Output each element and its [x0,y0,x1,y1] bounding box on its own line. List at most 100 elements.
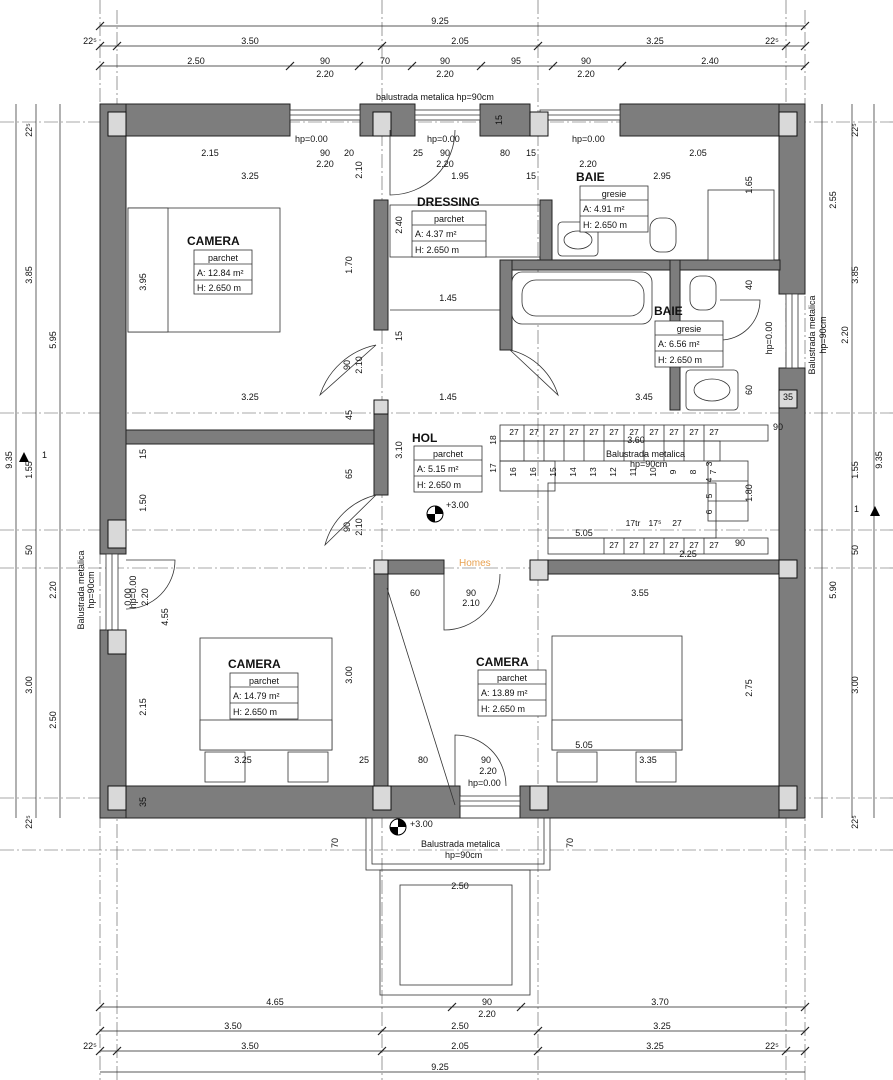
dim-right-overall: 9.35 [874,451,884,469]
stair-step-label: 27 [629,427,639,437]
room-name-baie-1: BAIE [576,170,605,184]
room-height-dressing: H: 2.650 m [415,245,459,255]
windows [105,109,799,807]
dim-right-a-4: 3.00 [850,676,860,694]
top-dimensions: 9.25 22⁵ 3.50 2.05 3.25 22⁵ 2.50 90 70 9… [83,16,810,79]
interior-dim-label: 90 [342,522,352,532]
interior-dim-label: 70 [565,838,575,848]
interior-dim-label: 1.50 [138,494,148,512]
stair-step-label: 27 [609,427,619,437]
dim-left-b-1: 2.20 [48,581,58,599]
room-finish-hol: parchet [433,449,464,459]
interior-dim-label: 2.75 [744,679,754,697]
toilet-top [649,217,677,253]
note-balcony-balustrade-2: hp=90cm [445,850,482,860]
room-height-camera-2: H: 2.650 m [233,707,277,717]
interior-dim-label: 2.05 [689,148,707,158]
room-name-camera-1: CAMERA [187,234,240,248]
interior-dim-label: 3.25 [241,392,259,402]
dim-left-top-25: 22⁵ [24,123,34,137]
room-height-camera-1: H: 2.650 m [197,283,241,293]
dim-top-r3-3: 90 [440,56,450,66]
interior-dim-label: 60 [410,588,420,598]
stair-step-label: 27 [509,427,519,437]
dim-bot-overall: 9.25 [431,1062,449,1072]
interior-dim-label: 2.20 [479,766,497,776]
stair-step-label: 3 [704,461,714,466]
interior-dim-label: 2.40 [394,216,404,234]
room-name-camera-3: CAMERA [476,655,529,669]
room-area-camera-1: A: 12.84 m² [197,268,244,278]
room-finish-camera-2: parchet [249,676,280,686]
axis-marker-left [19,452,29,462]
room-finish-camera-1: parchet [208,253,239,263]
interior-dim-label: 3.25 [234,755,252,765]
left-dimensions: 9.35 22⁵ 22⁵ 3.85 1.55 50 3.00 5.95 2.20… [4,104,61,829]
interior-dim-label: 3.95 [138,273,148,291]
interior-dim-label: 90 [342,360,352,370]
furniture [127,189,775,783]
note-left-balustrade-1: Balustrada metalica [76,550,86,629]
interior-dim-label: 4.55 [160,608,170,626]
interior-dim-label: 0.00 [123,588,133,606]
note-stair-balustrade-2: hp=90cm [630,459,667,469]
interior-dim-label: 3.60 [627,435,645,445]
interior-dim-label: 2.50 [451,881,469,891]
interior-dim-label: 2.15 [138,698,148,716]
interior-dim-label: 3.10 [394,441,404,459]
interior-dim-label: 3.00 [344,666,354,684]
balcony [365,587,551,996]
dim-bot-r3-1: 3.50 [241,1041,259,1051]
dim-bot-r2-0: 3.50 [224,1021,242,1031]
stair-step-label: 5 [704,493,714,498]
stair-step-label: 27 [689,427,699,437]
interior-dim-label: 2.10 [354,161,364,179]
room-area-hol: A: 5.15 m² [417,464,459,474]
interior-dim-label: 5.05 [575,740,593,750]
interior-dim-label: 60 [744,385,754,395]
dim-left-a-1: 1.55 [24,461,34,479]
stair-step-label: 27 [629,540,639,550]
toilet-right [689,275,717,311]
axis-marker-left-label: 1 [42,450,47,460]
dim-left-a-3: 3.00 [24,676,34,694]
dim-right-bot-25: 22⁵ [850,815,860,829]
note-left-balustrade-2: hp=90cm [86,571,96,608]
stair-step-label: 27 [689,540,699,550]
dim-top-overall: 9.25 [431,16,449,26]
stair-step-label: 17 [488,463,498,473]
interior-dim-label: 1.45 [439,293,457,303]
interior-dim-label: 90 [735,538,745,548]
room-area-baie-1: A: 4.91 m² [583,204,625,214]
interior-dim-label: 15 [526,148,536,158]
stair-step-label: 16 [528,467,538,477]
interior-dim-label: 5.05 [575,528,593,538]
note-top-balustrade: balustrada metalica hp=90cm [376,92,494,102]
level-markers [389,505,444,836]
dim-right-a-1: 3.85 [850,266,860,284]
note-right-balustrade-1: Balustrada metalica [807,295,817,374]
interior-dim-label: 3.55 [631,588,649,598]
room-name-baie-2: BAIE [654,304,683,318]
dim-right-b-0: 2.20 [840,326,850,344]
dim-top-r2-2: 2.05 [451,36,469,46]
stair-step-label: 27 [709,427,719,437]
interior-dim-label: 1.80 [744,484,754,502]
room-name-dressing: DRESSING [417,195,480,209]
note-hp-bottom: hp=0.00 [468,778,501,788]
dim-left-bot-25: 22⁵ [24,815,34,829]
interior-dim-label: 2.20 [140,588,150,606]
room-height-hol: H: 2.650 m [417,480,461,490]
dim-top-r2-3: 3.25 [646,36,664,46]
room-height-baie-2: H: 2.650 m [658,355,702,365]
dim-top-r3-0: 2.50 [187,56,205,66]
interior-dim-label: 90 [773,422,783,432]
watermark: Homes [459,558,491,569]
stair-step-label: 11 [628,467,638,476]
dim-top-r3-4: 95 [511,56,521,66]
dim-top-r3-1: 90 [320,56,330,66]
dim-left-b-0: 5.95 [48,331,58,349]
